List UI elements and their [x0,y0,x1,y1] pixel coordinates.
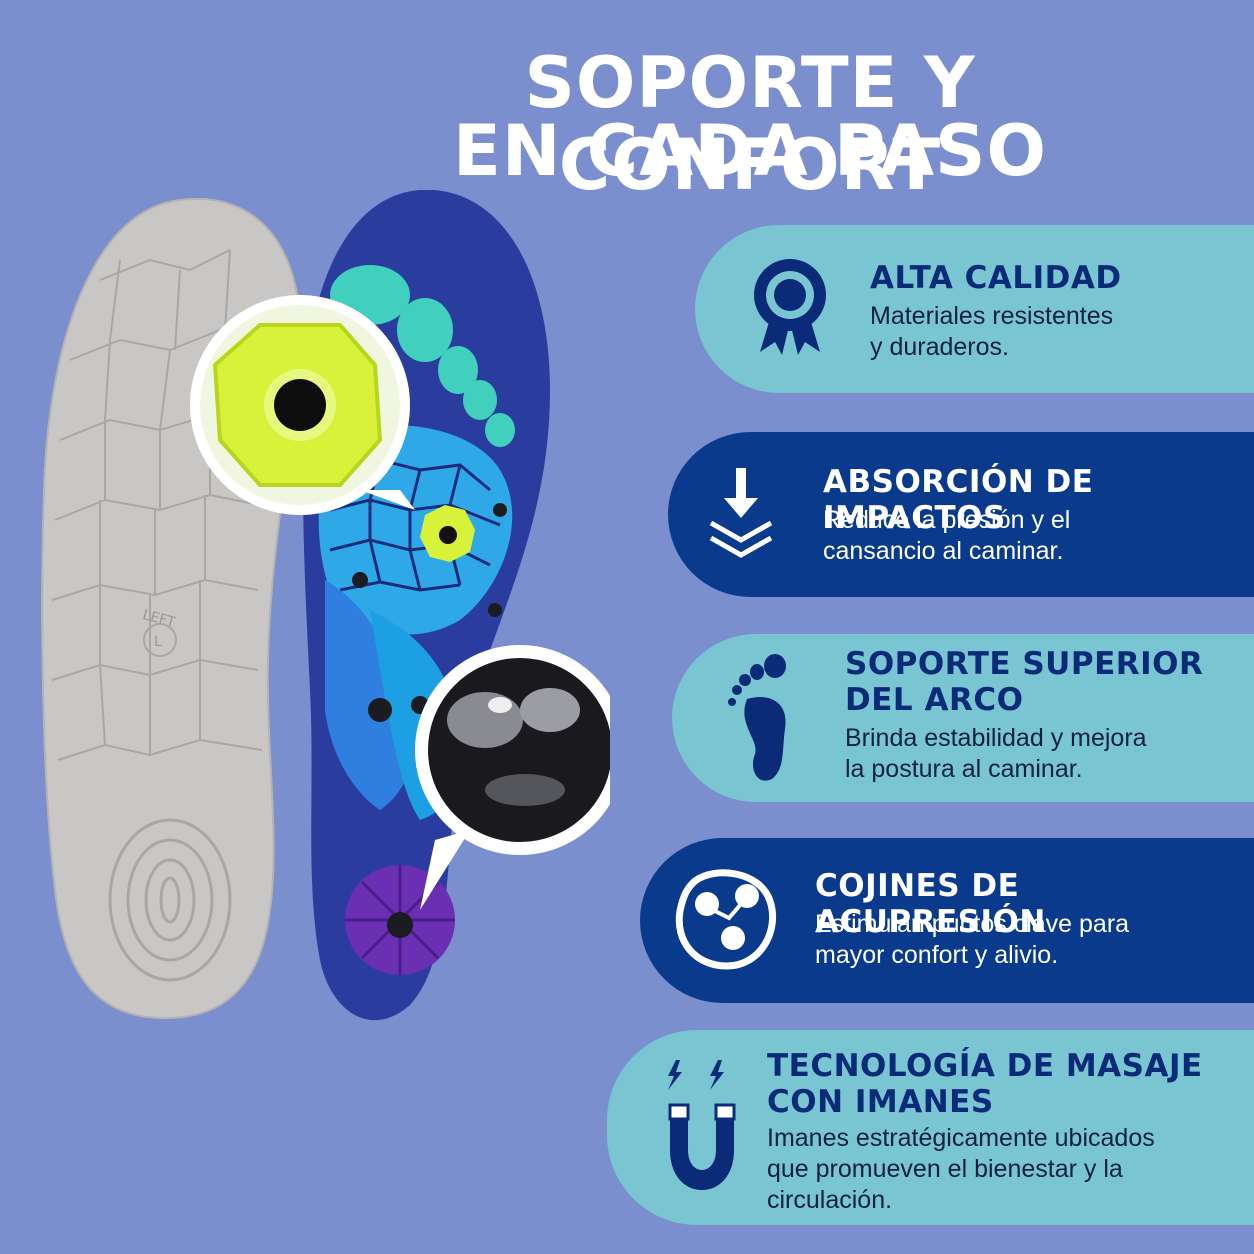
feature-title: COJINES DE ACUPRESIÓN [815,868,1046,940]
headline-line-2: EN CADA PASO [453,110,1047,192]
feature-title-line-1: TECNOLOGÍA DE MASAJE [767,1048,1203,1084]
feature-desc-line-2: mayor confort y alivio. [815,941,1059,969]
magnet-zoom-callout [415,645,610,910]
feature-panel-acupresion: COJINES DE ACUPRESIÓN Estimulan puntos c… [640,838,1254,1003]
headline-line-1: SOPORTE Y CONFORT [524,42,976,206]
feature-panel-soporte-arco: SOPORTE SUPERIOR DEL ARCO Brinda estabil… [672,634,1254,802]
feature-desc-line-2: que promueven el bienestar y la [767,1155,1123,1183]
ribbon-badge-icon [754,259,826,355]
feature-desc-line-1: Imanes estratégicamente ubicados [767,1124,1155,1152]
feature-desc-line-2: la postura al caminar. [845,755,1083,783]
insoles-illustration: LEFT L [41,190,610,1021]
feature-desc-line-1: Brinda estabilidad y mejora [845,724,1147,752]
feature-desc-line-3: circulación. [767,1186,893,1214]
feature-desc-line-2: cansancio al caminar. [823,537,1064,565]
feature-desc-line-1: Materiales resistentes [870,302,1114,330]
feature-title: ABSORCIÓN DE IMPACTOS [823,464,1094,536]
octagon-zoom-callout [190,295,415,515]
feature-title-line-2: CON IMANES [767,1084,994,1120]
feature-title: ALTA CALIDAD [870,260,1122,296]
feature-desc-line-2: y duraderos. [870,333,1009,361]
size-mark: L [154,634,162,650]
feature-desc-line-1: Reduce la presión y el [823,506,1071,534]
feature-panel-absorcion: ABSORCIÓN DE IMPACTOS Reduce la presión … [668,432,1254,597]
feature-title-line-2: DEL ARCO [845,682,1024,718]
feature-title-line-1: SOPORTE SUPERIOR [845,646,1204,682]
footprint-icon [728,654,786,781]
feature-panel-alta-calidad: ALTA CALIDAD Materiales resistentes y du… [695,225,1254,393]
feature-desc-line-1: Estimulan puntos clave para [815,910,1130,938]
down-arrow-layers-icon [709,468,773,558]
feature-panel-imanes: TECNOLOGÍA DE MASAJE CON IMANES Imanes e… [607,1030,1254,1225]
magnet-icon [668,1060,736,1190]
pressure-dots-icon [675,869,777,970]
